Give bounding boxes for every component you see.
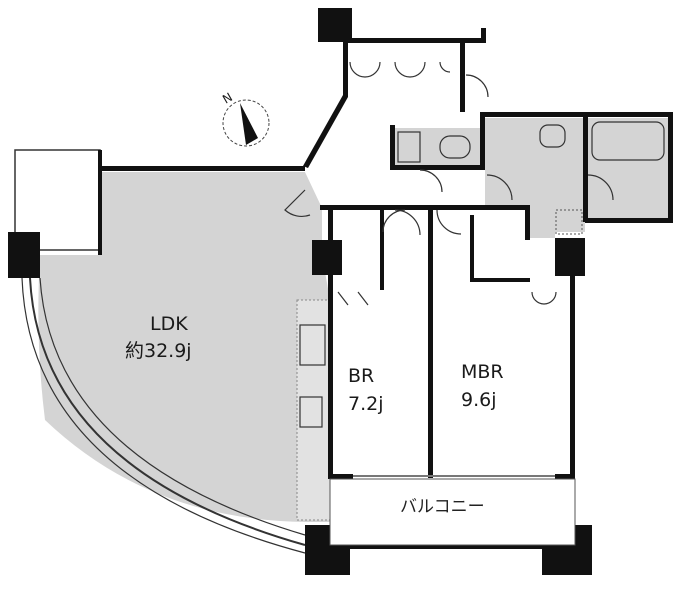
vanity-icon [539, 124, 566, 148]
north-arrow-icon [222, 99, 270, 147]
compass-north-label: N [220, 90, 235, 107]
washer-pan-icon [555, 209, 583, 235]
ldk-floor [38, 172, 330, 522]
stove-icon [299, 396, 323, 428]
br-size: 7.2j [348, 393, 384, 415]
ldk-name: LDK [150, 313, 188, 335]
balcony-label: バルコニー [400, 497, 485, 517]
doors [284, 61, 614, 306]
curved-window-wall [29, 277, 306, 546]
balcony-area [329, 478, 576, 546]
washbasin-icon [397, 131, 421, 163]
bathroom [585, 118, 670, 218]
walls [8, 8, 673, 575]
mbr-name: MBR [461, 361, 504, 383]
sink-icon [299, 324, 326, 366]
br-name: BR [348, 365, 374, 387]
bathtub-icon [591, 121, 665, 161]
ldk-size: 約32.9j [125, 340, 192, 362]
toilet-icon [439, 135, 471, 159]
toilet-room [393, 128, 483, 166]
mbr-size: 9.6j [461, 389, 497, 411]
